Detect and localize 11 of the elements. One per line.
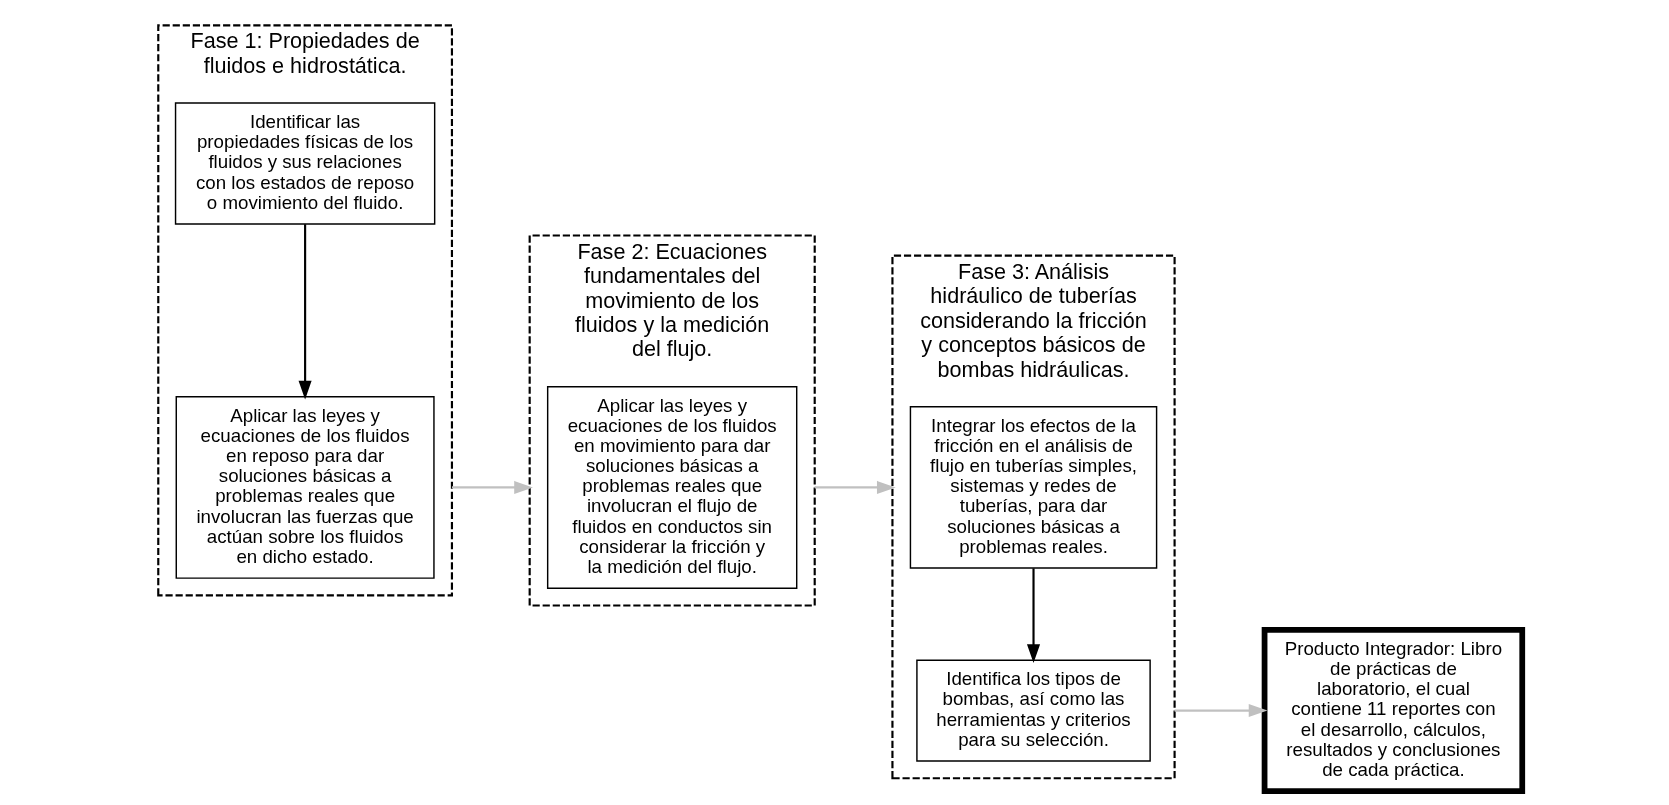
arrow — [298, 224, 312, 400]
arrow — [451, 480, 533, 494]
node-box: Identificar las propiedades físicas de los fluidos y sus relaciones con los estados de reposo o movimiento del fluido. — [174, 102, 436, 225]
arrow — [814, 480, 896, 494]
node-box: Aplicar las leyes y ecuaciones de los fluidos en movimiento para dar soluciones básicas a problemas reales que involucran el flujo de fluidos en conductos sin considerar la fricción y la medición del flujo. — [546, 385, 798, 589]
arrow — [1026, 568, 1041, 664]
node-box: Identifica los tipos de bombas, así como las herramientas y criterios para su selección. — [916, 659, 1151, 762]
node-box: Producto Integrador: Libro de prácticas de laboratorio, el cual contiene 11 reportes con el desarrollo, cálculos, resultados y conclusiones de cada práctica. — [1261, 627, 1526, 795]
arrow — [1174, 704, 1268, 718]
node-box: Integrar los efectos de la fricción en el análisis de flujo en tuberías simples, sistemas y redes de tuberías, para dar soluciones básicas a problemas reales. — [909, 406, 1158, 569]
node-box: Aplicar las leyes y ecuaciones de los fluidos en reposo para dar soluciones básicas a problemas reales que involucran las fuerzas que actúan sobre los fluidos en dicho estado. — [175, 396, 435, 579]
